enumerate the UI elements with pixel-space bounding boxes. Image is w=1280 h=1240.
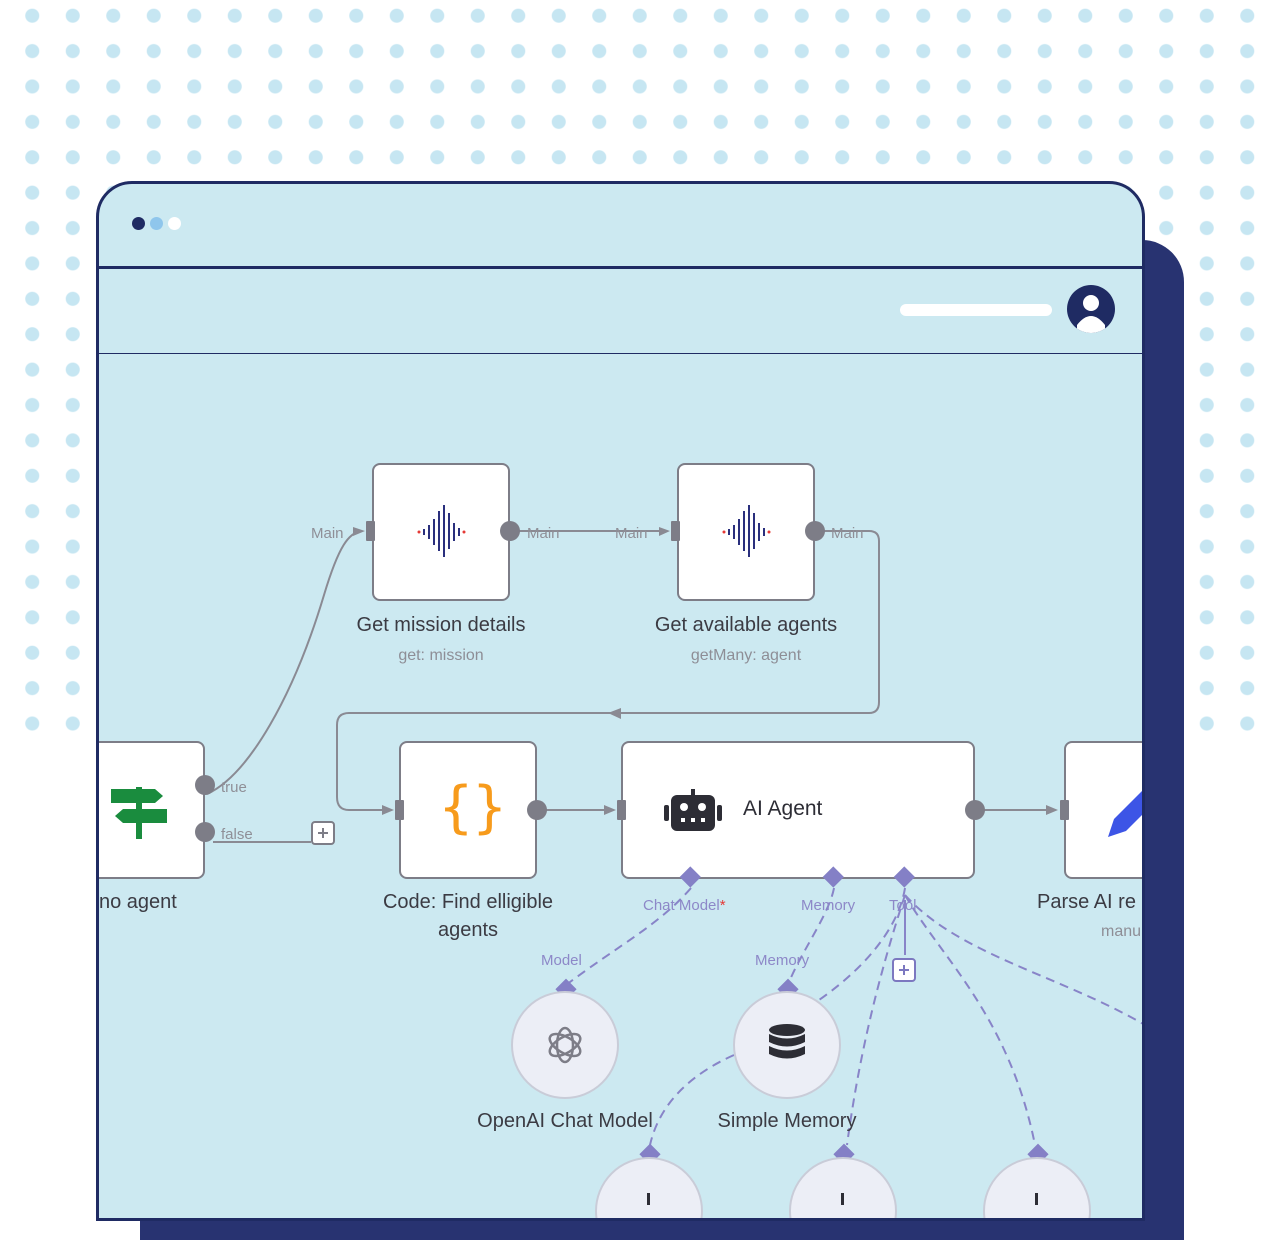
window-dot-1	[132, 217, 145, 230]
port-label-false: false	[221, 826, 253, 843]
user-icon	[1077, 295, 1105, 333]
node-subtitle: get: mission	[398, 647, 484, 664]
port-label-true: true	[221, 779, 247, 796]
node-title: Simple Memory	[717, 1110, 857, 1132]
node-title: Parse AI re	[1037, 891, 1136, 913]
tool-icon	[647, 1193, 650, 1205]
app-toolbar	[99, 269, 1142, 354]
node-openai-chat-model[interactable]	[511, 991, 619, 1099]
node-title-line2: agents	[437, 919, 499, 941]
tool-icon	[1035, 1193, 1038, 1205]
node-get-available-agents[interactable]	[677, 463, 815, 601]
soundwave-icon	[417, 505, 466, 557]
node-title: AI Agent	[743, 797, 823, 820]
openai-icon	[548, 1026, 582, 1064]
window-titlebar	[99, 184, 1142, 269]
window-dot-2	[150, 217, 163, 230]
node-ai-agent[interactable]: AI Agent	[621, 741, 975, 879]
port-label-main: Main	[311, 525, 344, 542]
plus-icon	[318, 828, 328, 838]
port-handles	[195, 521, 1069, 1165]
code-braces-icon: {}	[439, 775, 507, 840]
tool-icon	[841, 1193, 844, 1205]
robot-icon	[664, 789, 722, 831]
port-label-main: Main	[527, 525, 560, 542]
node-title: Get available agents	[654, 614, 838, 636]
node-subtitle: manu	[1101, 923, 1142, 940]
port-label-chat-model: Chat Model*	[643, 897, 726, 914]
port-label-main: Main	[831, 525, 864, 542]
port-label-tool: Tool	[889, 897, 917, 914]
add-tool-button[interactable]	[892, 958, 916, 982]
search-bar-placeholder[interactable]	[900, 304, 1052, 316]
window-dot-3	[168, 217, 181, 230]
add-node-button[interactable]	[311, 821, 335, 845]
workflow-connections	[206, 527, 1142, 1146]
database-icon	[769, 1024, 805, 1059]
workflow-canvas[interactable]: Get mission details get: mission Get ava…	[99, 355, 1142, 1218]
node-title: Code: Find elligible	[382, 891, 554, 913]
port-label-model: Model	[541, 952, 582, 969]
port-label-memory: Memory	[755, 952, 810, 969]
port-label-memory: Memory	[801, 897, 856, 914]
node-if-no-agent[interactable]	[99, 741, 205, 879]
app-window: Get mission details get: mission Get ava…	[96, 181, 1145, 1221]
node-title: no agent	[99, 891, 177, 913]
signpost-icon	[111, 787, 167, 839]
node-simple-memory[interactable]	[733, 991, 841, 1099]
pencil-icon	[1108, 791, 1142, 837]
node-title: Get mission details	[356, 614, 526, 636]
node-get-mission-details[interactable]	[372, 463, 510, 601]
user-avatar[interactable]	[1067, 285, 1115, 333]
node-subtitle: getMany: agent	[690, 647, 802, 664]
port-label-main: Main	[615, 525, 648, 542]
plus-icon	[899, 965, 909, 975]
node-title: OpenAI Chat Model	[477, 1110, 653, 1132]
soundwave-icon	[722, 505, 771, 557]
